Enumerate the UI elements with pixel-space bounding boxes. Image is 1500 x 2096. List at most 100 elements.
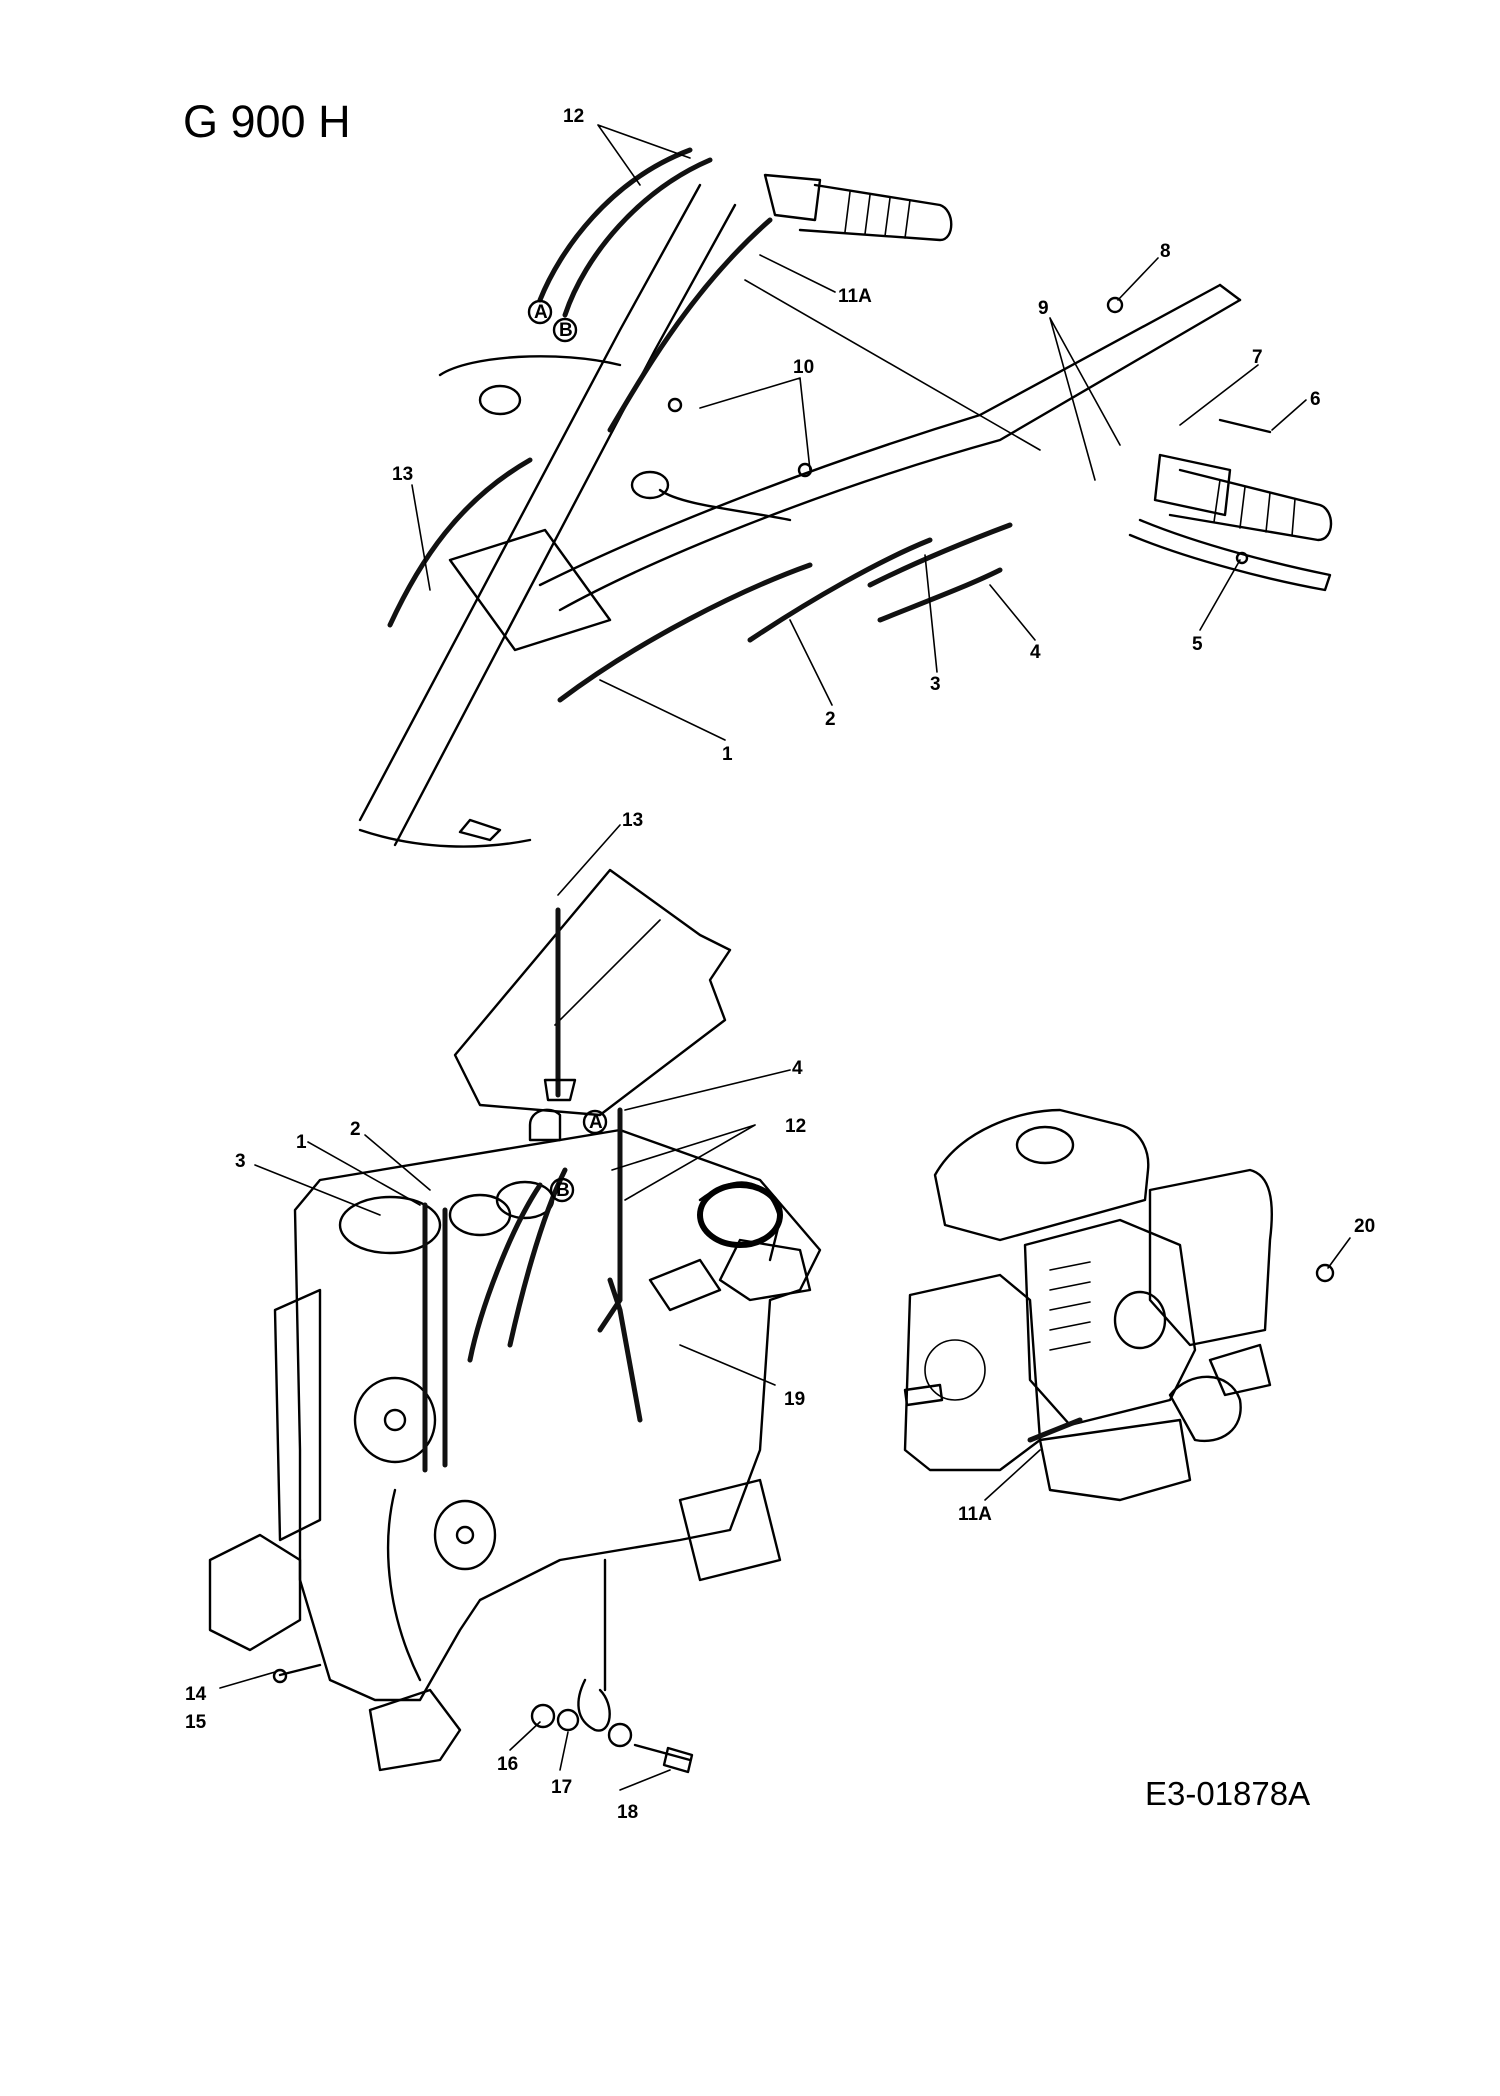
- left-throttle-housing: [763, 173, 822, 222]
- washer-10a: [667, 397, 683, 413]
- callout-labels: 12 11A A B 10 13 9 8 7 6 5 4 3 2 1 13 4 …: [185, 106, 1375, 1823]
- leader-2-top: [789, 619, 833, 706]
- leader-18: [619, 1769, 671, 1791]
- housing-left-plate: [273, 1288, 322, 1542]
- callout-18: 18: [617, 1802, 638, 1823]
- leader-19: [679, 1344, 776, 1386]
- leader-1-mid: [307, 1141, 421, 1206]
- washer-10b: [797, 462, 813, 478]
- leader-3-top: [924, 554, 938, 673]
- leader-20: [1327, 1237, 1351, 1269]
- callout-5: 5: [1192, 634, 1203, 655]
- leader-16: [509, 1721, 541, 1751]
- shaft-collar-a: [448, 1193, 512, 1237]
- carburetor: [1168, 1375, 1242, 1443]
- right-handle-grip: [1168, 468, 1333, 542]
- callout-7: 7: [1252, 347, 1263, 368]
- callout-b-top: B: [559, 320, 573, 341]
- callout-17: 17: [551, 1777, 572, 1798]
- cable-13-top: [387, 457, 533, 628]
- leader-2-mid: [364, 1134, 431, 1191]
- drawing-code: E3-01878A: [1145, 1775, 1311, 1812]
- washer-17-b: [607, 1722, 633, 1748]
- recoil-vents-left: [1049, 1261, 1091, 1351]
- top-pulley: [338, 1195, 442, 1255]
- throttle-cable-b: [562, 157, 713, 318]
- callout-b-mid: B: [556, 1180, 570, 1201]
- upper-panel-edge: [554, 919, 661, 1026]
- cable-2-top: [747, 537, 933, 643]
- cable-b-mid: [467, 1182, 543, 1363]
- housing-left-foot: [208, 1533, 302, 1652]
- leader-13-top: [411, 484, 431, 591]
- callout-19: 19: [784, 1389, 805, 1410]
- callout-14: 14: [185, 1684, 207, 1705]
- transmission-assembly: [208, 868, 822, 1774]
- callout-6: 6: [1310, 389, 1321, 410]
- callout-4-top: 4: [1030, 642, 1041, 663]
- callout-2-top: 2: [825, 709, 836, 730]
- leader-1-top: [599, 679, 726, 741]
- leader-7: [1179, 364, 1259, 426]
- leader-9: [1049, 317, 1121, 481]
- recoil-starter-hub: [1113, 1290, 1167, 1350]
- belt-guard-plate: [718, 1238, 812, 1302]
- crankcase-cover: [903, 1273, 1042, 1472]
- leader-lines-middle: [219, 824, 791, 1791]
- left-handle-grip: [798, 183, 953, 242]
- callout-12-mid: 12: [785, 1116, 806, 1137]
- callout-12-top: 12: [563, 106, 584, 127]
- cable-12-mid: [607, 1277, 643, 1423]
- console-plate: [448, 528, 612, 652]
- callout-11a-engine: 11A: [958, 1504, 992, 1525]
- handlebar-assembly: [358, 147, 1333, 848]
- fuel-bowl: [1208, 1343, 1272, 1397]
- callout-13-top: 13: [392, 464, 413, 485]
- shift-knob-upper: [478, 384, 522, 416]
- pto-shaft: [903, 1383, 944, 1407]
- nut-8: [1106, 296, 1124, 314]
- transmission-housing: [293, 1128, 822, 1702]
- nut-20: [1315, 1263, 1335, 1283]
- leader-8: [1117, 257, 1159, 301]
- fuel-cap: [1015, 1125, 1075, 1165]
- handle-tube-left-outer: [358, 183, 702, 822]
- bolt-18-shank: [633, 1743, 692, 1762]
- engine-assembly: [903, 1108, 1335, 1502]
- cable-end-loop: [577, 1678, 611, 1732]
- throttle-cable-a: [537, 147, 693, 303]
- callout-10: 10: [793, 357, 814, 378]
- connector-a-marker-top: [527, 299, 553, 325]
- washer-17-a: [556, 1708, 580, 1732]
- callout-16: 16: [497, 1754, 518, 1775]
- throttle-cable-engine: [1027, 1417, 1083, 1443]
- leader-lines-top: [411, 124, 1307, 741]
- leader-3-mid: [254, 1164, 381, 1216]
- throttle-cable-main: [607, 217, 773, 433]
- idler-pulley: [433, 1499, 497, 1571]
- leader-12-mid: [611, 1124, 756, 1201]
- housing-bottom-block: [368, 1688, 462, 1772]
- crankcase-boss: [924, 1339, 986, 1401]
- air-cleaner-cover: [1148, 1168, 1273, 1347]
- handle-bar-lower-edge: [558, 298, 1242, 612]
- bolt-14-head: [272, 1668, 288, 1684]
- shift-rod-lower: [658, 488, 792, 522]
- bolt-18-head: [662, 1746, 694, 1774]
- right-brake-lever: [1128, 518, 1332, 592]
- cable-clamp: [543, 1078, 577, 1102]
- leader-11a-top: [759, 254, 836, 293]
- leader-lines-engine: [984, 1237, 1351, 1501]
- leader-4-top: [989, 584, 1036, 641]
- leader-4-mid: [624, 1069, 791, 1111]
- callout-4-mid: 4: [792, 1058, 803, 1079]
- leader-14: [219, 1671, 276, 1689]
- cable-adjuster-top: [528, 1108, 562, 1142]
- connector-b-marker-top: [552, 317, 578, 343]
- leader-13-mid: [557, 824, 621, 896]
- upper-frame-panel: [453, 868, 732, 1117]
- cable-3-mid: [386, 1488, 422, 1682]
- handle-bar-end: [1218, 283, 1242, 302]
